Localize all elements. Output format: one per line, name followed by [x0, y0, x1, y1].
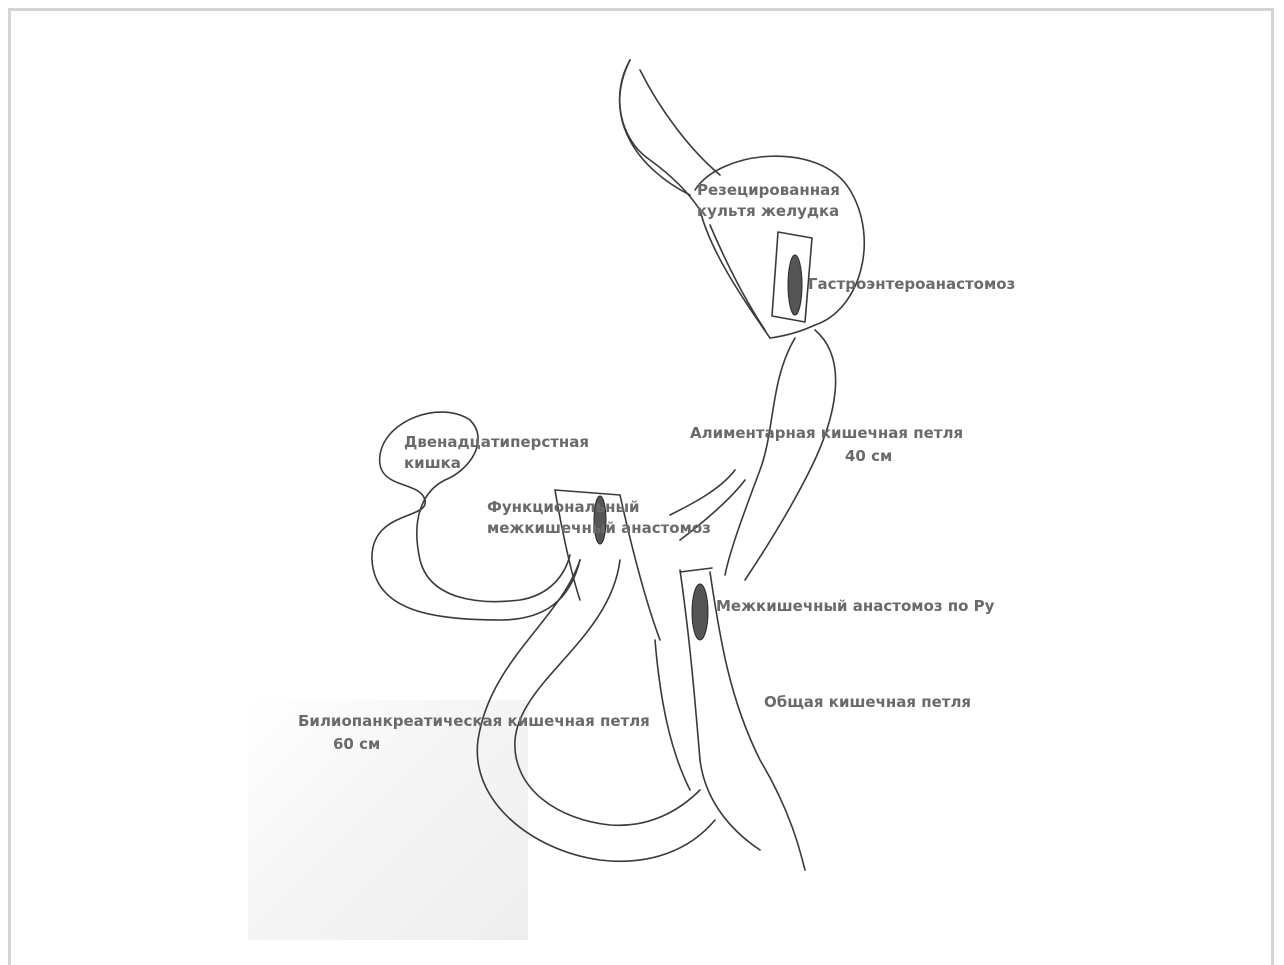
- alimentary-limb-left: [725, 338, 795, 575]
- label-functional-anastomosis: Функциональный межкишечный анастомоз: [487, 497, 711, 539]
- label-roux-anastomosis: Межкишечный анастомоз по Ру: [716, 596, 994, 617]
- alimentary-limb-right: [745, 330, 836, 580]
- label-stomach-stump: Резецированная культя желудка: [697, 180, 840, 222]
- stomach-stump-inner-line: [710, 225, 765, 330]
- label-biliopancreatic-length: 60 см: [333, 734, 380, 755]
- label-duodenum: Двенадцатиперстная кишка: [404, 432, 589, 474]
- common-limb-fold: [655, 640, 690, 790]
- label-biliopancreatic-loop: Билиопанкреатическая кишечная петля: [298, 711, 650, 732]
- stomach-stump-lower-edge: [700, 210, 770, 338]
- label-gastroenteroanastomosis: Гастроэнтероанастомоз: [808, 274, 1015, 295]
- roux-stoma-edge: [680, 568, 712, 572]
- esophagus-right-outline: [640, 70, 720, 175]
- roux-stoma-mark: [692, 584, 708, 640]
- ge-stoma-mark: [788, 255, 802, 315]
- upper-flap: [620, 60, 690, 195]
- functional-anastomosis-top: [555, 490, 620, 495]
- bp-limb-inner: [515, 560, 700, 825]
- label-alimentary-loop: Алиментарная кишечная петля: [690, 423, 963, 444]
- esophagus-left-outline: [620, 60, 700, 210]
- common-limb-inner: [700, 760, 760, 850]
- label-common-loop: Общая кишечная петля: [764, 692, 971, 713]
- label-alimentary-length: 40 см: [845, 446, 892, 467]
